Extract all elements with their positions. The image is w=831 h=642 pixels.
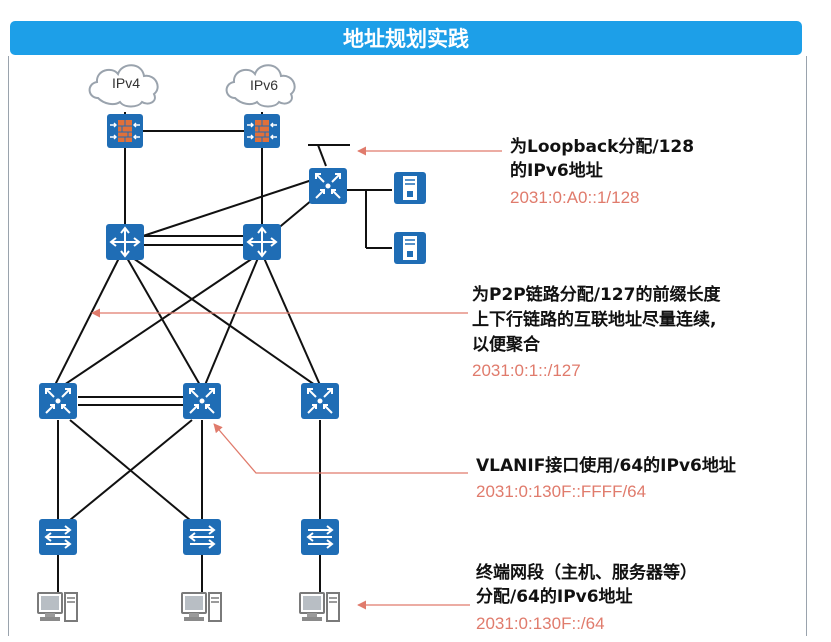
link-r1-ag2 [126,257,201,386]
server-icon [393,171,427,205]
link-r1-ag3 [132,257,316,386]
annotation-p2p-line3: 以便聚合 [472,335,540,355]
access-switch-icon [38,518,78,556]
core-switch-icon [300,382,340,420]
annotation-p2p-address: 2031:0:1::/127 [472,361,581,380]
cloud-label-ipv6: IPv6 [250,77,278,93]
pc-icon [37,592,78,622]
frame-right-border [806,56,807,636]
server-icon [393,231,427,265]
annotation-vlanif-address: 2031:0:130F::FFFF/64 [476,482,647,501]
link-ag2-sw1 [69,419,193,521]
antenna-stem [317,144,327,167]
link-r2-ag2 [204,257,259,386]
annotation-vlanif-line1: VLANIF接口使用/64的IPv6地址 [476,456,736,476]
link-r1-cs [142,179,313,237]
link-r1-ag1 [54,257,120,386]
annotation-loopback-address: 2031:0:A0::1/128 [510,188,640,207]
router-icon [242,223,282,261]
annotation-p2p-line2: 上下行链路的互联地址尽量连续, [472,310,717,330]
link-r2-ag3 [263,257,321,386]
cloud-label-ipv4: IPv4 [112,75,140,91]
annotation-arrows [91,146,502,610]
connections [54,112,392,595]
link-r2-ag1 [63,257,254,386]
firewall-icon [243,113,281,149]
access-switch-icon [182,518,222,556]
annotation-p2p-line1: 为P2P链路分配/127的前缀长度 [472,285,721,305]
core-switch-icon [38,382,78,420]
frame-left-border [8,56,9,636]
annotation-terminal-address: 2031:0:130F::/64 [476,614,605,633]
annotation-terminal-line2: 分配/64的IPv6地址 [476,587,633,607]
arrow-vlanif [213,423,468,474]
annotation-terminal-line1: 终端网段（主机、服务器等） [476,563,697,583]
pc-icon [181,592,222,622]
pc-icon [299,592,340,622]
core-switch-icon [182,382,222,420]
page-title: 地址规划实践 [10,21,802,55]
core-switch-icon [308,167,348,205]
link-r2-cs [275,199,313,231]
access-switch-icon [300,518,340,556]
annotation-loopback-line1: 为Loopback分配/128 [510,137,695,157]
annotation-loopback-line2: 的IPv6地址 [510,161,603,181]
firewall-icon [106,113,144,149]
router-icon [105,223,145,261]
